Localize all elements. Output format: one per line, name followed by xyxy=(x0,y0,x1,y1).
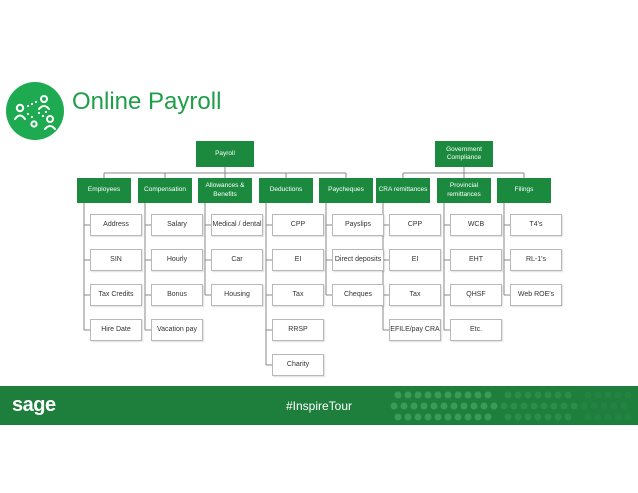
leaf-cra-ei: EI xyxy=(389,249,441,271)
node-compensation: Compensation xyxy=(138,178,192,203)
leaf-hourly: Hourly xyxy=(151,249,203,271)
leaf-car: Car xyxy=(211,249,263,271)
leaf-wcb: WCB xyxy=(450,214,502,236)
node-government-compliance: Government Compliance xyxy=(435,141,493,167)
leaf-efile-pay-cra: EFILE/pay CRA xyxy=(389,319,441,341)
leaf-cra-tax: Tax xyxy=(389,284,441,306)
leaf-tax-credits: Tax Credits xyxy=(90,284,142,306)
leaf-charity: Charity xyxy=(272,354,324,376)
footer-hashtag: #InspireTour xyxy=(285,398,353,413)
node-allowances-benefits: Allowances & Benefits xyxy=(198,178,252,203)
leaf-tax: Tax xyxy=(272,284,324,306)
leaf-web-roes: Web ROE's xyxy=(510,284,562,306)
leaf-cra-cpp: CPP xyxy=(389,214,441,236)
leaf-ei: EI xyxy=(272,249,324,271)
leaf-address: Address xyxy=(90,214,142,236)
leaf-t4s: T4's xyxy=(510,214,562,236)
leaf-rrsp: RRSP xyxy=(272,319,324,341)
leaf-salary: Salary xyxy=(151,214,203,236)
leaf-housing: Housing xyxy=(211,284,263,306)
leaf-sin: SIN xyxy=(90,249,142,271)
leaf-eht: EHT xyxy=(450,249,502,271)
leaf-direct-deposits: Direct deposits xyxy=(332,249,384,271)
leaf-medical-dental: Medical / dental xyxy=(211,214,263,236)
node-filings: Filings xyxy=(497,178,551,203)
node-employees: Employees xyxy=(77,178,131,203)
node-deductions: Deductions xyxy=(259,178,313,203)
leaf-qhsf: QHSF xyxy=(450,284,502,306)
node-provincial-remittances: Provincial remittances xyxy=(437,178,491,203)
node-payroll: Payroll xyxy=(196,141,254,167)
node-paycheques: Paycheques xyxy=(319,178,373,203)
leaf-cheques: Cheques xyxy=(332,284,384,306)
leaf-etc: Etc. xyxy=(450,319,502,341)
leaf-vacation-pay: Vacation pay xyxy=(151,319,203,341)
sage-logo: sage xyxy=(12,394,56,416)
decorative-dots xyxy=(390,391,632,421)
leaf-bonus: Bonus xyxy=(151,284,203,306)
page-title: Online Payroll xyxy=(72,88,222,115)
leaf-payslips: Payslips xyxy=(332,214,384,236)
node-cra-remittances: CRA remittances xyxy=(376,178,430,203)
leaf-hire-date: Hire Date xyxy=(90,319,142,341)
leaf-rl1s: RL-1's xyxy=(510,249,562,271)
people-network-icon xyxy=(6,82,64,140)
leaf-cpp: CPP xyxy=(272,214,324,236)
